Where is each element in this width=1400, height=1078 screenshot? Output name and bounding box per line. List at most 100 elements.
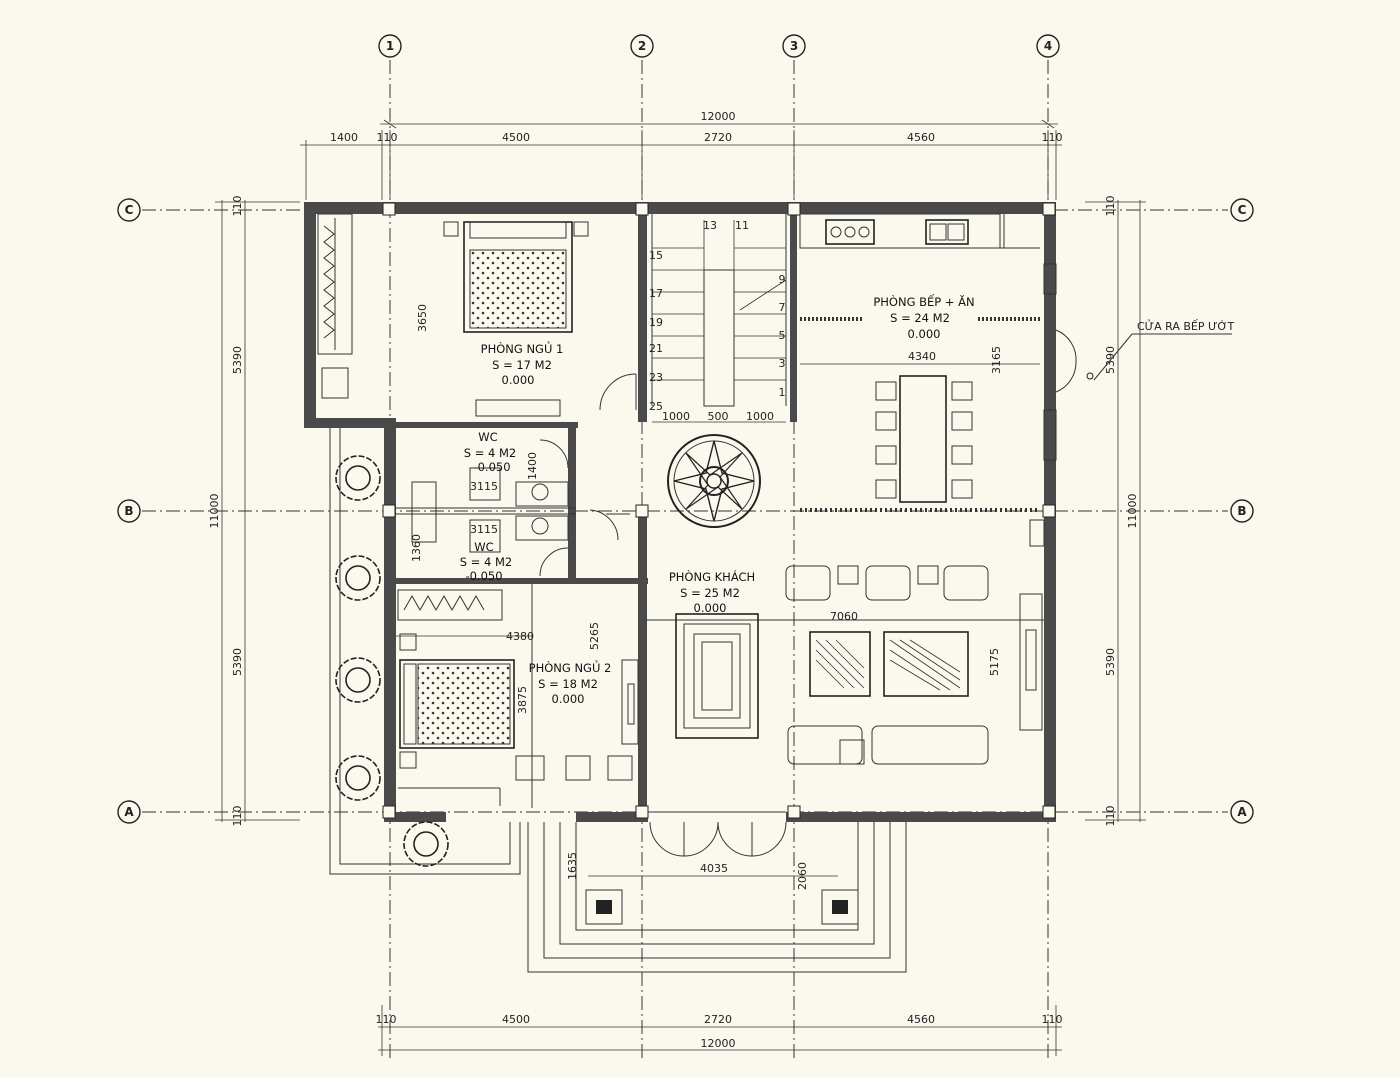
svg-text:1400: 1400 [526,452,539,480]
kitchen-level: 0.000 [908,327,941,341]
svg-text:7060: 7060 [830,610,858,623]
bedroom-1: 3650 PHÒNG NGỦ 1 S = 17 M2 0.000 [317,213,637,417]
svg-text:17: 17 [649,287,663,300]
grid-bubble-c-left: C [117,198,141,222]
svg-text:B: B [124,504,133,518]
svg-text:110: 110 [1104,806,1117,827]
grid-bubble-4: 4 [1036,34,1060,58]
svg-text:3650: 3650 [416,304,429,332]
svg-text:5: 5 [779,329,786,342]
svg-text:12000: 12000 [701,1037,736,1050]
svg-text:11000: 11000 [1126,494,1139,529]
svg-text:11000: 11000 [208,494,221,529]
grid-bubble-2: 2 [630,34,654,58]
living-level: 0.000 [694,601,727,615]
svg-text:21: 21 [649,342,663,355]
svg-text:7: 7 [779,301,786,314]
svg-text:4340: 4340 [908,350,936,363]
grid-bubble-a-right: A [1230,800,1254,824]
svg-text:5390: 5390 [1104,648,1117,676]
svg-text:19: 19 [649,316,663,329]
grid-bubble-1: 1 [378,34,402,58]
dim-top-total: 12000 [701,110,736,123]
svg-text:3115: 3115 [470,480,498,493]
kitchen-name: PHÒNG BẾP + ĂN [873,293,974,309]
bedroom-2: 4380 5265 3875 PHÒNG NGỦ 2 S = 18 M2 0.0… [396,509,639,808]
grid-bubble-c-right: C [1230,198,1254,222]
bed2-area: S = 18 M2 [538,677,598,691]
svg-text:3115: 3115 [470,523,498,536]
svg-text:4500: 4500 [502,131,530,144]
svg-text:110: 110 [376,1013,397,1026]
bed1-name: PHÒNG NGỦ 1 [481,340,564,356]
stairs: 13 11 15 9 17 7 19 5 21 3 23 1 25 1000 5… [649,214,787,423]
svg-text:1635: 1635 [566,852,579,880]
dimension-lines: 12000 1400 110 4500 2720 4560 110 110 45… [208,110,1146,1056]
compass-rose-ornament [667,434,761,528]
tree-icon [335,455,381,501]
svg-text:110: 110 [231,196,244,217]
svg-text:C: C [1238,203,1247,217]
living-room: 7060 5175 PHÒNG KHÁCH S = 25 M2 0.000 [646,519,1045,765]
svg-text:3: 3 [779,357,786,370]
svg-text:4: 4 [1044,39,1052,53]
svg-text:110: 110 [377,131,398,144]
grid-bubble-b-left: B [117,499,141,523]
svg-text:500: 500 [708,410,729,423]
svg-text:5265: 5265 [588,622,601,650]
svg-text:C: C [125,203,134,217]
kitchen-dining: 4340 3165 CỬA RA BẾP ƯỚT PHÒNG BẾP + ĂN … [799,213,1234,512]
living-area: S = 25 M2 [680,586,740,600]
tree-icon [335,657,381,703]
svg-text:2720: 2720 [704,1013,732,1026]
svg-text:4500: 4500 [502,1013,530,1026]
bed1-level: 0.000 [502,373,535,387]
svg-text:5175: 5175 [988,648,1001,676]
svg-text:5390: 5390 [231,346,244,374]
garden-terrace [329,428,521,875]
kitchen-area: S = 24 M2 [890,311,950,325]
wc2-name: WC [474,540,493,554]
svg-text:23: 23 [649,371,663,384]
svg-text:A: A [124,805,134,819]
svg-text:B: B [1237,504,1246,518]
svg-text:25: 25 [649,400,663,413]
living-name: PHÒNG KHÁCH [669,569,755,584]
svg-text:110: 110 [1042,131,1063,144]
svg-text:1: 1 [779,386,786,399]
bed1-area: S = 17 M2 [492,358,552,372]
wc2-area: S = 4 M2 [460,555,512,569]
tree-icon [335,755,381,801]
svg-text:11: 11 [735,219,749,232]
wc2-level: -0.050 [465,569,502,583]
svg-text:4560: 4560 [907,131,935,144]
svg-text:5390: 5390 [231,648,244,676]
svg-text:A: A [1237,805,1247,819]
svg-text:3: 3 [790,39,798,53]
svg-text:4560: 4560 [907,1013,935,1026]
wc1-level: -0.050 [473,460,510,474]
svg-text:2060: 2060 [796,862,809,890]
svg-text:4380: 4380 [506,630,534,643]
grid-bubbles: 1 2 3 4 C B A C B A [117,34,1254,824]
tree-icon [403,821,449,867]
svg-text:1: 1 [386,39,394,53]
svg-text:2720: 2720 [704,131,732,144]
svg-text:15: 15 [649,249,663,262]
bed2-level: 0.000 [552,692,585,706]
walls [304,202,1056,822]
svg-text:1400: 1400 [330,131,358,144]
wet-kitchen-door-label: CỬA RA BẾP ƯỚT [1137,319,1234,333]
grid-bubble-3: 3 [782,34,806,58]
wc1-name: WC [478,430,497,444]
svg-text:1360: 1360 [410,534,423,562]
svg-text:4035: 4035 [700,862,728,875]
svg-text:110: 110 [1104,196,1117,217]
svg-text:1000: 1000 [746,410,774,423]
entrance-porch: 4035 1635 2060 [527,811,907,973]
wc1-area: S = 4 M2 [464,446,516,460]
tree-icon [335,555,381,601]
grid-bubble-a-left: A [117,800,141,824]
svg-text:3165: 3165 [990,346,1003,374]
